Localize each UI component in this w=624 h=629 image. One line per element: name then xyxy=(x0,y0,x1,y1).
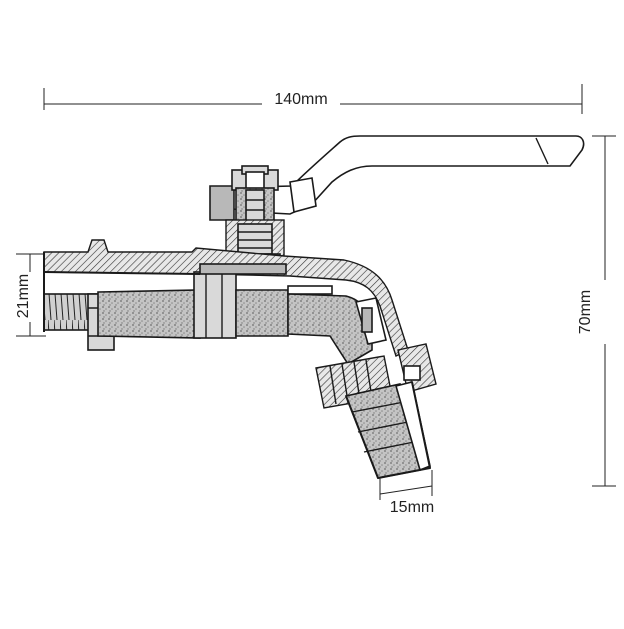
outlet-label: 15mm xyxy=(390,499,434,516)
tap-body xyxy=(43,239,409,366)
length-label: 140mm xyxy=(274,91,327,108)
length-dimension: 140mm xyxy=(43,84,583,114)
thread-label: 21mm xyxy=(15,274,32,318)
height-dimension: 70mm xyxy=(577,135,616,487)
outlet-housing xyxy=(354,297,437,393)
height-label: 70mm xyxy=(577,290,594,334)
thread-dimension: 21mm xyxy=(14,253,46,337)
outlet-dimension: 15mm xyxy=(379,470,434,516)
hose-connector xyxy=(315,355,431,479)
